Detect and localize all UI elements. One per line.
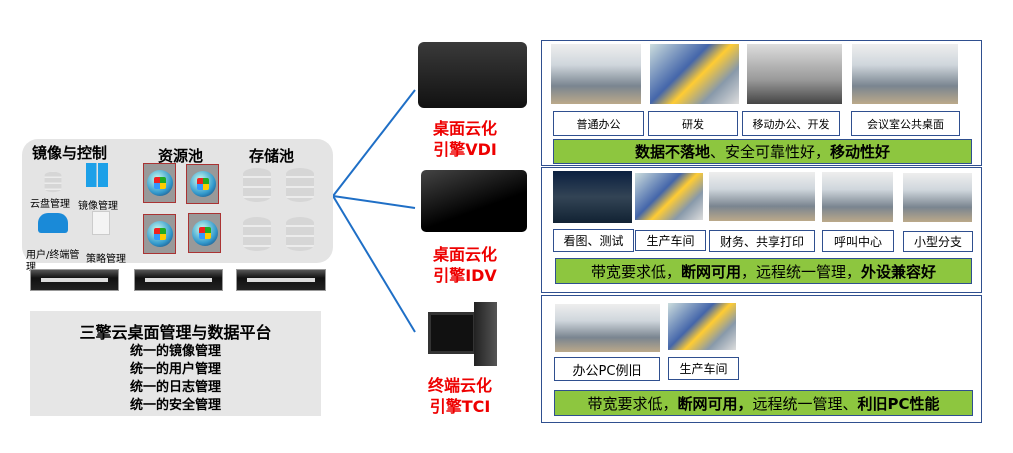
summary-text: 远程统一管理、 [752, 394, 858, 413]
line-to-idv [332, 195, 416, 209]
engine-line: 桌面云化 [432, 245, 497, 264]
line-to-tci [332, 195, 416, 333]
summary-bold: 断网可用 [680, 262, 741, 281]
office-pc-photo [555, 304, 660, 352]
server-unit [30, 269, 119, 291]
image-mgmt-label: 镜像管理 [78, 201, 118, 212]
engine-line: 引擎IDV [433, 266, 497, 285]
summary-bold: 断网可用， [677, 394, 753, 413]
user-terminal-label: 用户/终端管理 [26, 250, 80, 273]
office-photo [551, 44, 641, 104]
engine-line: 终端云化 [427, 376, 492, 395]
storage-db-icon [286, 217, 314, 251]
summary-bold: 利旧PC性能 [857, 394, 940, 413]
meeting-room-photo [852, 44, 958, 104]
summary-bold: 移动性好 [830, 143, 891, 161]
idv-device-image [421, 170, 527, 232]
summary-bold: 数据不落地 [634, 143, 710, 161]
engine-vdi-label: 桌面云化引擎VDI [420, 118, 510, 160]
engine-idv-label: 桌面云化引擎IDV [420, 244, 510, 286]
factory-photo [668, 303, 736, 350]
line-to-vdi [332, 89, 416, 197]
scenario-label: 看图、测试 [553, 229, 634, 252]
management-platform-box: 三擎云桌面管理与数据平台 统一的镜像管理 统一的用户管理 统一的日志管理 统一的… [30, 311, 321, 416]
platform-title: 三擎云桌面管理与数据平台 [79, 323, 272, 342]
factory-photo [635, 173, 703, 220]
scenario-label: 小型分支 [903, 231, 973, 252]
tci-monitor-image [428, 312, 476, 354]
monitoring-photo [553, 171, 632, 223]
rd-photo [650, 44, 739, 104]
control-pool-panel [22, 139, 333, 263]
summary-bold: 外设兼容好 [861, 262, 937, 281]
vdi-device-image [418, 42, 527, 108]
storage-db-icon [286, 168, 314, 202]
engine-line: 引擎VDI [433, 140, 497, 159]
scenario-label: 会议室公共桌面 [851, 111, 960, 136]
scenario-label: 呼叫中心 [822, 230, 894, 252]
scenario-label: 生产车间 [635, 230, 706, 251]
scenario-label: 财务、共享打印 [709, 230, 815, 252]
tci-summary-bar: 带宽要求低，断网可用，远程统一管理、利旧PC性能 [554, 390, 973, 416]
vdi-summary-bar: 数据不落地、安全可靠性好，移动性好 [553, 139, 972, 164]
policy-mgmt-label: 策略管理 [86, 254, 126, 265]
storage-pool-heading: 存储池 [249, 147, 295, 165]
platform-line: 统一的安全管理 [129, 398, 221, 413]
resource-pool-heading: 资源池 [158, 147, 204, 165]
engine-line: 引擎TCI [429, 397, 491, 416]
windows-icon [86, 163, 108, 187]
cloud-disk-label: 云盘管理 [30, 199, 70, 210]
windows-vm-icon [188, 213, 221, 253]
server-unit [236, 269, 326, 291]
scenario-label: 研发 [648, 111, 738, 136]
windows-vm-icon [143, 163, 176, 203]
scenario-label: 普通办公 [553, 111, 644, 136]
platform-line: 统一的用户管理 [129, 362, 221, 377]
branch-photo [903, 173, 972, 222]
summary-text: 、安全可靠性好， [709, 143, 830, 161]
scenario-label: 生产车间 [668, 357, 739, 380]
windows-vm-icon [186, 164, 219, 204]
image-control-heading: 镜像与控制 [32, 144, 108, 162]
summary-text: ，远程统一管理， [741, 262, 862, 281]
finance-office-photo [709, 172, 815, 221]
idv-summary-bar: 带宽要求低，断网可用，远程统一管理，外设兼容好 [555, 258, 972, 284]
users-icon [38, 213, 68, 233]
windows-vm-icon [143, 214, 176, 254]
engine-tci-label: 终端云化引擎TCI [415, 375, 505, 417]
scenario-label: 移动办公、开发 [742, 111, 840, 136]
laptop-photo [747, 44, 842, 104]
policy-doc-icon [92, 211, 110, 235]
summary-text: 带宽要求低， [590, 262, 681, 281]
call-center-photo [822, 172, 893, 222]
platform-line: 统一的日志管理 [129, 380, 221, 395]
storage-db-icon [243, 168, 271, 202]
scenario-label: 办公PC例旧 [554, 357, 660, 381]
storage-db-icon [243, 217, 271, 251]
tci-pc-image [474, 302, 497, 366]
summary-text: 带宽要求低， [587, 394, 678, 413]
server-unit [134, 269, 223, 291]
engine-line: 桌面云化 [432, 119, 497, 138]
platform-line: 统一的镜像管理 [129, 344, 221, 359]
cloud-disk-icon [44, 171, 62, 193]
